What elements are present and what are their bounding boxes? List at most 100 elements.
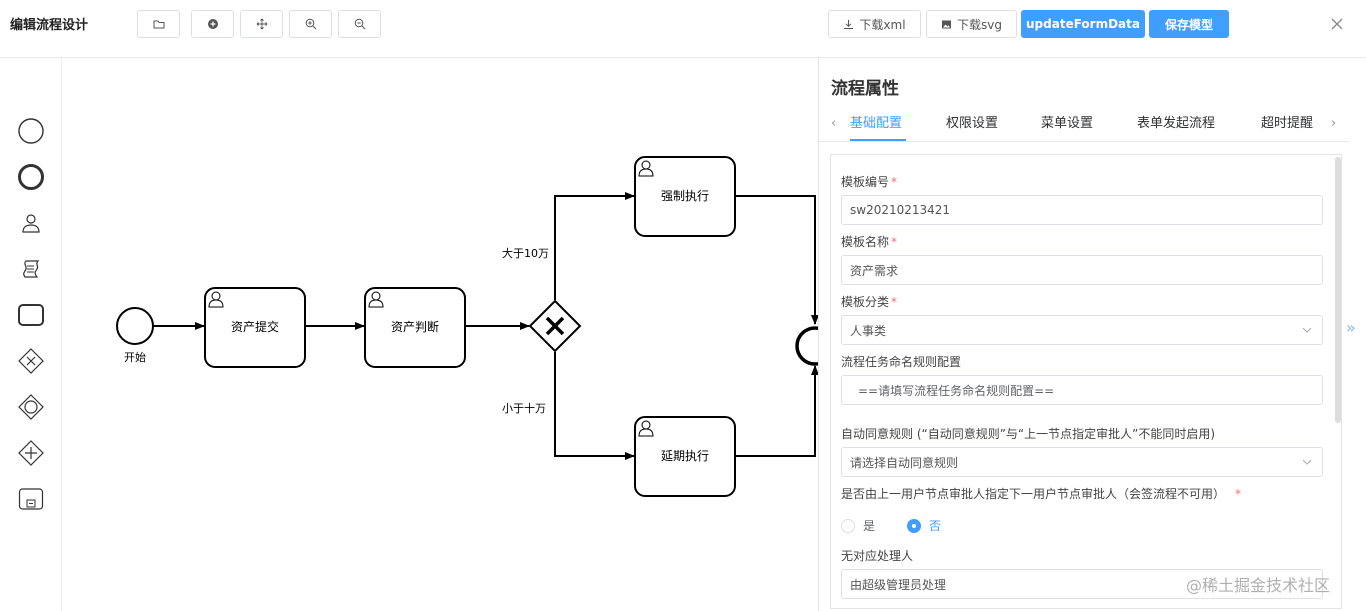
palette-exclusive-gateway[interactable] <box>16 346 46 376</box>
task-delay-exec[interactable]: 延期执行 <box>634 416 736 497</box>
task-label: 资产提交 <box>231 319 279 334</box>
radio-yes-label: 是 <box>863 519 876 533</box>
palette-script-task[interactable] <box>16 254 46 284</box>
move-icon <box>256 18 267 30</box>
save-model-button[interactable]: 保存模型 <box>1149 10 1229 38</box>
update-form-data-button[interactable]: updateFormData <box>1021 10 1145 38</box>
tab-permission[interactable]: 权限设置 <box>946 116 999 131</box>
condition-label-lt: 小于十万 <box>502 401 546 415</box>
radio-yes[interactable]: 是 <box>841 517 875 534</box>
user-task-icon <box>638 160 654 177</box>
download-xml-label: 下载xml <box>859 17 906 32</box>
zoom-out-icon <box>354 18 365 30</box>
close-icon[interactable] <box>1330 17 1344 31</box>
task-label: 延期执行 <box>661 449 709 463</box>
no-handler-label: 无对应处理人 <box>841 549 914 563</box>
template-category-value: 人事类 <box>850 323 887 338</box>
form-scrollbar[interactable] <box>1335 157 1341 423</box>
zoom-in-icon <box>305 18 316 30</box>
zoom-out-button[interactable] <box>338 10 381 38</box>
tab-form-launch[interactable]: 表单发起流程 <box>1137 116 1216 131</box>
no-handler-select[interactable]: 由超级管理员处理 <box>841 569 1323 599</box>
radio-no-label: 否 <box>929 519 942 533</box>
no-handler-value: 由超级管理员处理 <box>850 577 947 592</box>
prev-assign-label: 是否由上一用户节点审批人指定下一用户节点审批人（会签流程不可用）* <box>841 487 1242 501</box>
panel-tabs: ‹ 基础配置 权限设置 菜单设置 表单发起流程 超时提醒 › <box>819 108 1349 142</box>
user-task-icon <box>208 291 224 308</box>
image-icon <box>942 20 951 28</box>
exclusive-gateway-icon <box>18 348 44 374</box>
tab-scroll-left-icon[interactable]: ‹ <box>831 116 837 131</box>
start-event-label: 开始 <box>124 350 146 364</box>
task-asset-submit[interactable]: 资产提交 <box>204 287 306 368</box>
exclusive-gateway[interactable] <box>528 299 582 353</box>
template-category-select[interactable]: 人事类 <box>841 315 1323 345</box>
template-code-label: 模板编号* <box>841 175 898 189</box>
end-event-icon <box>18 164 44 190</box>
end-event[interactable] <box>795 326 818 366</box>
palette-inclusive-gateway[interactable] <box>16 392 46 422</box>
template-name-label: 模板名称* <box>841 235 898 249</box>
zoom-in-button[interactable] <box>289 10 332 38</box>
palette-task[interactable] <box>16 300 46 330</box>
template-code-input[interactable]: sw20210213421 <box>841 195 1323 225</box>
flow-force-end[interactable] <box>735 195 818 325</box>
move-button[interactable] <box>240 10 283 38</box>
flow-delay-end[interactable] <box>735 365 818 457</box>
start-event-icon <box>18 118 44 144</box>
top-toolbar: 编辑流程设计 下载xml 下载svg updateFormData 保存模型 <box>0 0 1366 58</box>
subprocess-icon <box>18 488 44 510</box>
radio-circle-selected <box>907 518 921 533</box>
auto-agree-select[interactable]: 请选择自动同意规则 <box>841 447 1323 477</box>
tab-scroll-right-icon[interactable]: › <box>1331 116 1337 131</box>
palette-parallel-gateway[interactable] <box>16 438 46 468</box>
radio-circle <box>841 518 855 533</box>
script-icon <box>23 260 40 278</box>
page-title: 编辑流程设计 <box>10 18 89 33</box>
properties-panel: 流程属性 ‹ 基础配置 权限设置 菜单设置 表单发起流程 超时提醒 › 模板编号… <box>818 58 1366 611</box>
template-category-label: 模板分类* <box>841 295 898 309</box>
auto-agree-placeholder: 请选择自动同意规则 <box>850 455 959 470</box>
condition-label-gt: 大于10万 <box>502 246 549 260</box>
flow-gateway-force[interactable] <box>554 192 635 300</box>
palette-end-event[interactable] <box>16 162 46 192</box>
panel-title: 流程属性 <box>831 79 899 99</box>
chevron-down-icon <box>1302 459 1312 465</box>
start-event[interactable] <box>116 307 154 345</box>
template-name-input[interactable]: 资产需求 <box>841 255 1323 285</box>
user-icon <box>22 214 40 233</box>
panel-collapse-icon[interactable]: » <box>1346 318 1356 337</box>
download-xml-button[interactable]: 下载xml <box>828 10 921 38</box>
auto-agree-label: 自动同意规则 (“自动同意规则”与“上一节点指定审批人”不能同时启用) <box>841 427 1216 441</box>
naming-rule-input[interactable]: ==请填写流程任务命名规则配置== <box>841 375 1323 405</box>
parallel-gateway-icon <box>18 440 44 466</box>
diagram-canvas[interactable]: 开始 资产提交 资产判断 大于10万 <box>62 58 818 611</box>
task-label: 资产判断 <box>391 319 439 334</box>
watermark: @稀土掘金技术社区 <box>1186 576 1331 595</box>
radio-no[interactable]: 否 <box>907 517 941 534</box>
task-label: 强制执行 <box>661 189 709 203</box>
download-icon <box>844 19 854 29</box>
element-palette <box>0 58 62 611</box>
inclusive-gateway-icon <box>18 394 44 420</box>
chevron-down-icon <box>1302 327 1312 333</box>
palette-subprocess[interactable] <box>16 484 46 514</box>
task-asset-judge[interactable]: 资产判断 <box>364 287 466 368</box>
folder-icon <box>153 20 164 29</box>
palette-user-task[interactable] <box>16 208 46 238</box>
naming-rule-label: 流程任务命名规则配置 <box>841 355 962 369</box>
user-task-icon <box>638 420 654 437</box>
palette-start-event[interactable] <box>16 116 46 146</box>
task-force-exec[interactable]: 强制执行 <box>634 156 736 237</box>
flow-gateway-delay[interactable] <box>554 352 635 460</box>
download-svg-label: 下载svg <box>957 17 1002 32</box>
user-task-icon <box>368 291 384 308</box>
active-tab-indicator <box>850 139 906 141</box>
tab-timeout[interactable]: 超时提醒 <box>1261 116 1314 131</box>
tab-menu[interactable]: 菜单设置 <box>1041 116 1094 131</box>
download-svg-button[interactable]: 下载svg <box>926 10 1017 38</box>
tab-basic-config[interactable]: 基础配置 <box>850 116 903 131</box>
add-button[interactable] <box>191 10 234 38</box>
task-icon <box>18 304 44 326</box>
open-file-button[interactable] <box>137 10 180 38</box>
